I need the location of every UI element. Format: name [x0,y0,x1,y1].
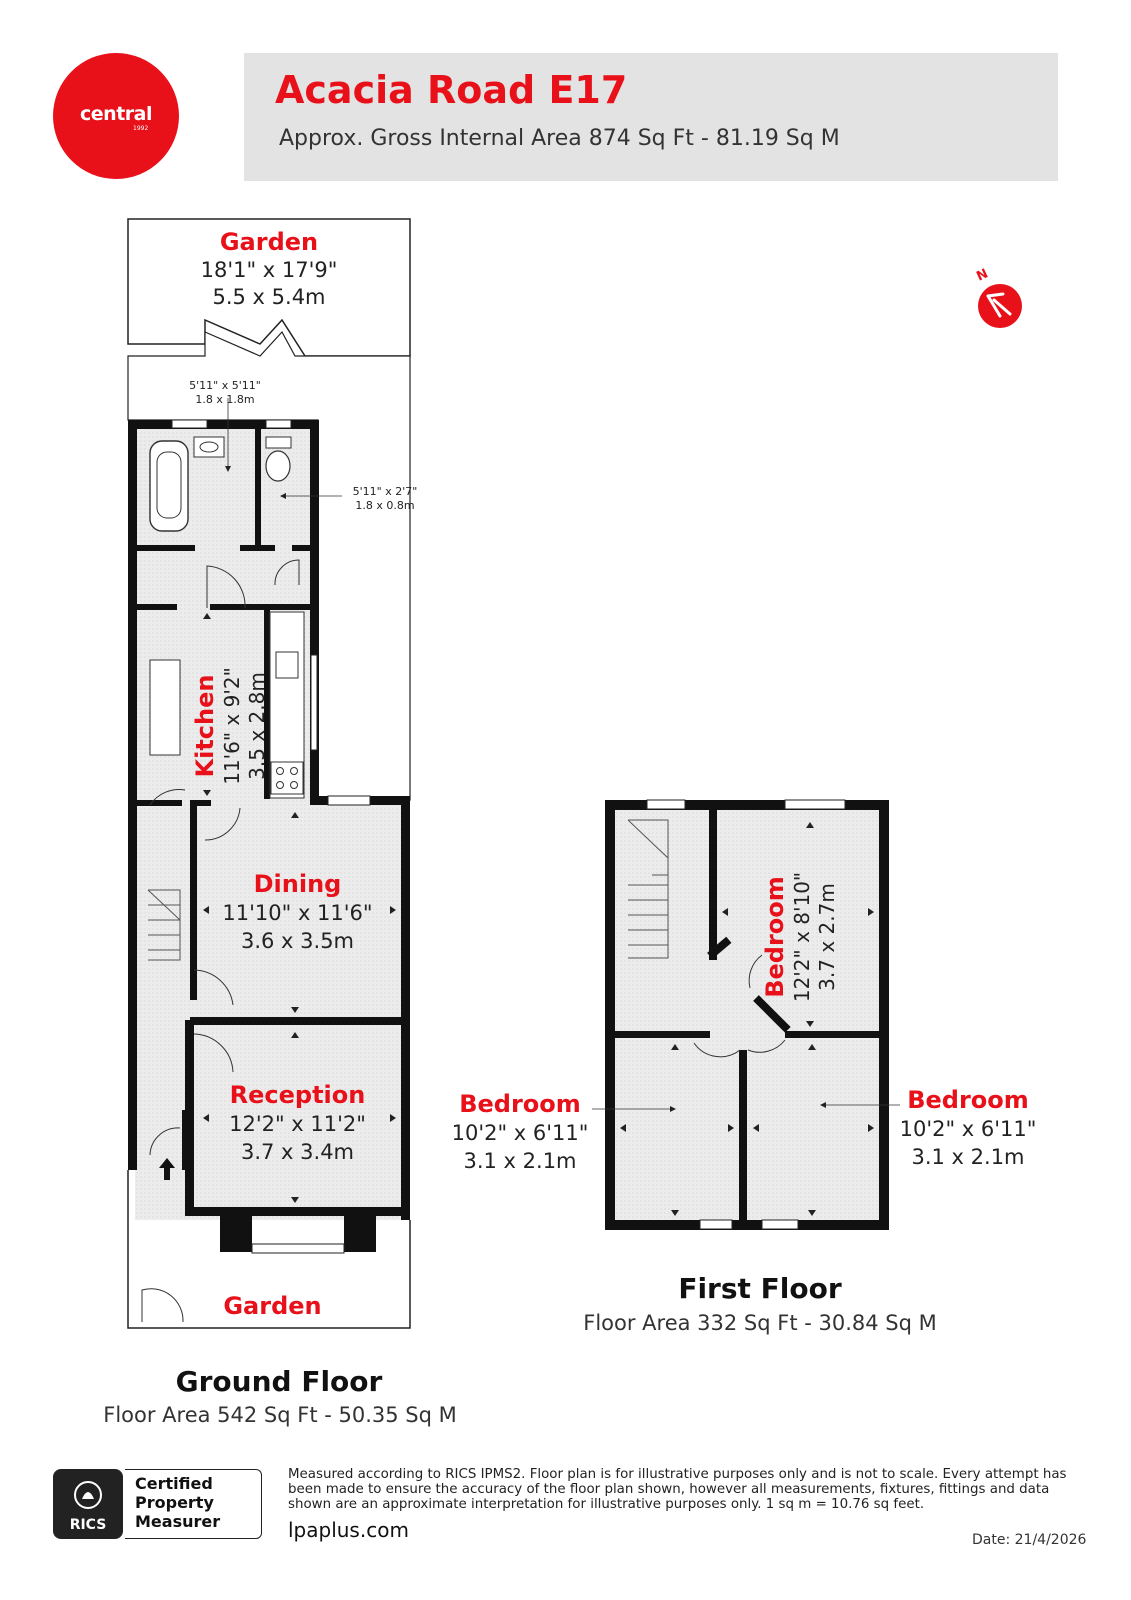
rics-certification-badge: RICS Certified Property Measurer [53,1469,263,1539]
logo-text: central [80,103,152,125]
certified-line-1: Certified [135,1474,213,1493]
bathroom-dimensions: 5'11" x 5'11" 1.8 x 1.8m [189,379,261,406]
ground-floor-title: Ground Floor [175,1365,383,1398]
ground-floor-area: Floor Area 542 Sq Ft - 50.35 Sq M [103,1403,457,1427]
ground-floor-walls [128,420,410,1252]
bedroom-rear-label: Bedroom 12'2" x 8'10" 3.7 x 2.7m [761,871,839,1003]
first-floor-walls [605,800,889,1230]
first-floor-title: First Floor [678,1272,842,1305]
certified-text-box: Certified Property Measurer [125,1469,262,1539]
header-banner [244,53,1058,181]
north-compass [978,284,1022,328]
wc-dimensions: 5'11" x 2'7" 1.8 x 0.8m [352,485,418,512]
kitchen-label: Kitchen 11'6" x 9'2" 3.5 x 2.8m [191,667,269,785]
first-floor-area: Floor Area 332 Sq Ft - 30.84 Sq M [583,1311,937,1335]
front-garden-outline [127,1170,411,1329]
rear-garden-label: Garden 18'1" x 17'9" 5.5 x 5.4m [200,228,338,309]
ground-floor-plan [127,218,411,1329]
rics-text: RICS [69,1517,107,1533]
rics-emblem: RICS [53,1469,123,1539]
bedroom-right-label: Bedroom 10'2" x 6'11" 3.1 x 2.1m [899,1086,1037,1169]
plan-date: Date: 21/4/2026 [972,1532,1087,1548]
rics-crest-icon [74,1481,102,1509]
logo-year: 1992 [133,125,149,132]
certified-line-2: Property [135,1493,214,1512]
bedroom-left-label: Bedroom 10'2" x 6'11" 3.1 x 2.1m [451,1090,589,1173]
floor-plan-drawing [127,218,1022,1329]
property-title: Acacia Road E17 [275,68,628,112]
disclaimer-text: Measured according to RICS IPMS2. Floor … [288,1467,1067,1512]
brand-logo: central 1992 [53,53,179,179]
rear-garden-outline [127,218,411,357]
first-floor-plan [592,799,900,1230]
reception-label: Reception 12'2" x 11'2" 3.7 x 3.4m [229,1081,366,1164]
dining-label: Dining 11'10" x 11'6" 3.6 x 3.5m [222,870,373,953]
website-link[interactable]: lpaplus.com [288,1518,409,1542]
certified-line-3: Measurer [135,1512,221,1531]
front-garden-label: Garden [223,1292,322,1320]
gross-internal-area: Approx. Gross Internal Area 874 Sq Ft - … [279,126,840,151]
